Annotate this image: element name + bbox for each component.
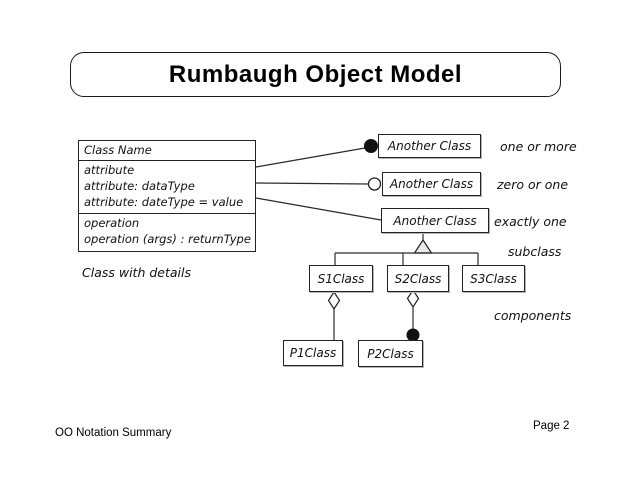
class-details-box: Class Name attribute attribute: dataType… bbox=[78, 140, 256, 252]
attribute-row: attribute: dataType bbox=[84, 179, 195, 194]
class-caption: Class with details bbox=[82, 265, 191, 280]
footer-title: OO Notation Summary bbox=[55, 427, 172, 439]
subclass-box: S2Class bbox=[387, 265, 449, 292]
open-diamond-icon bbox=[406, 288, 420, 309]
exactly-one-label: exactly one bbox=[494, 214, 567, 229]
another-class-box: Another Class bbox=[381, 208, 489, 233]
open-triangle-icon bbox=[413, 238, 433, 254]
one-or-more-line bbox=[255, 147, 366, 168]
operation-row: operation (args) : returnType bbox=[84, 232, 251, 247]
class-name-compartment: Class Name bbox=[84, 143, 152, 157]
zero-or-one-label: zero or one bbox=[497, 177, 569, 192]
component-box: P1Class bbox=[283, 340, 343, 366]
subclass-label: subclass bbox=[508, 244, 562, 259]
title-box: Rumbaugh Object Model bbox=[70, 52, 561, 97]
page-number: Page 2 bbox=[533, 420, 570, 432]
exactly-one-line bbox=[255, 197, 382, 221]
subclass-box: S3Class bbox=[462, 265, 525, 292]
zero-or-one-line bbox=[255, 182, 369, 185]
components-label: components bbox=[494, 308, 572, 323]
attributes-compartment: attribute attribute: dataType attribute:… bbox=[79, 160, 255, 213]
another-class-box: Another Class bbox=[378, 134, 481, 158]
page-title: Rumbaugh Object Model bbox=[168, 60, 463, 88]
filled-circle-icon bbox=[364, 139, 378, 153]
attribute-row: attribute: dateType = value bbox=[84, 195, 244, 210]
attribute-row: attribute bbox=[84, 163, 135, 177]
one-or-more-label: one or more bbox=[500, 139, 577, 154]
open-circle-icon bbox=[367, 177, 382, 191]
component-box: P2Class bbox=[358, 340, 423, 367]
open-diamond-icon bbox=[327, 290, 341, 311]
operation-row: operation bbox=[84, 215, 140, 230]
subclass-box: S1Class bbox=[309, 265, 373, 292]
operations-compartment: operation operation (args) : returnType bbox=[79, 212, 255, 251]
another-class-box: Another Class bbox=[382, 172, 481, 196]
